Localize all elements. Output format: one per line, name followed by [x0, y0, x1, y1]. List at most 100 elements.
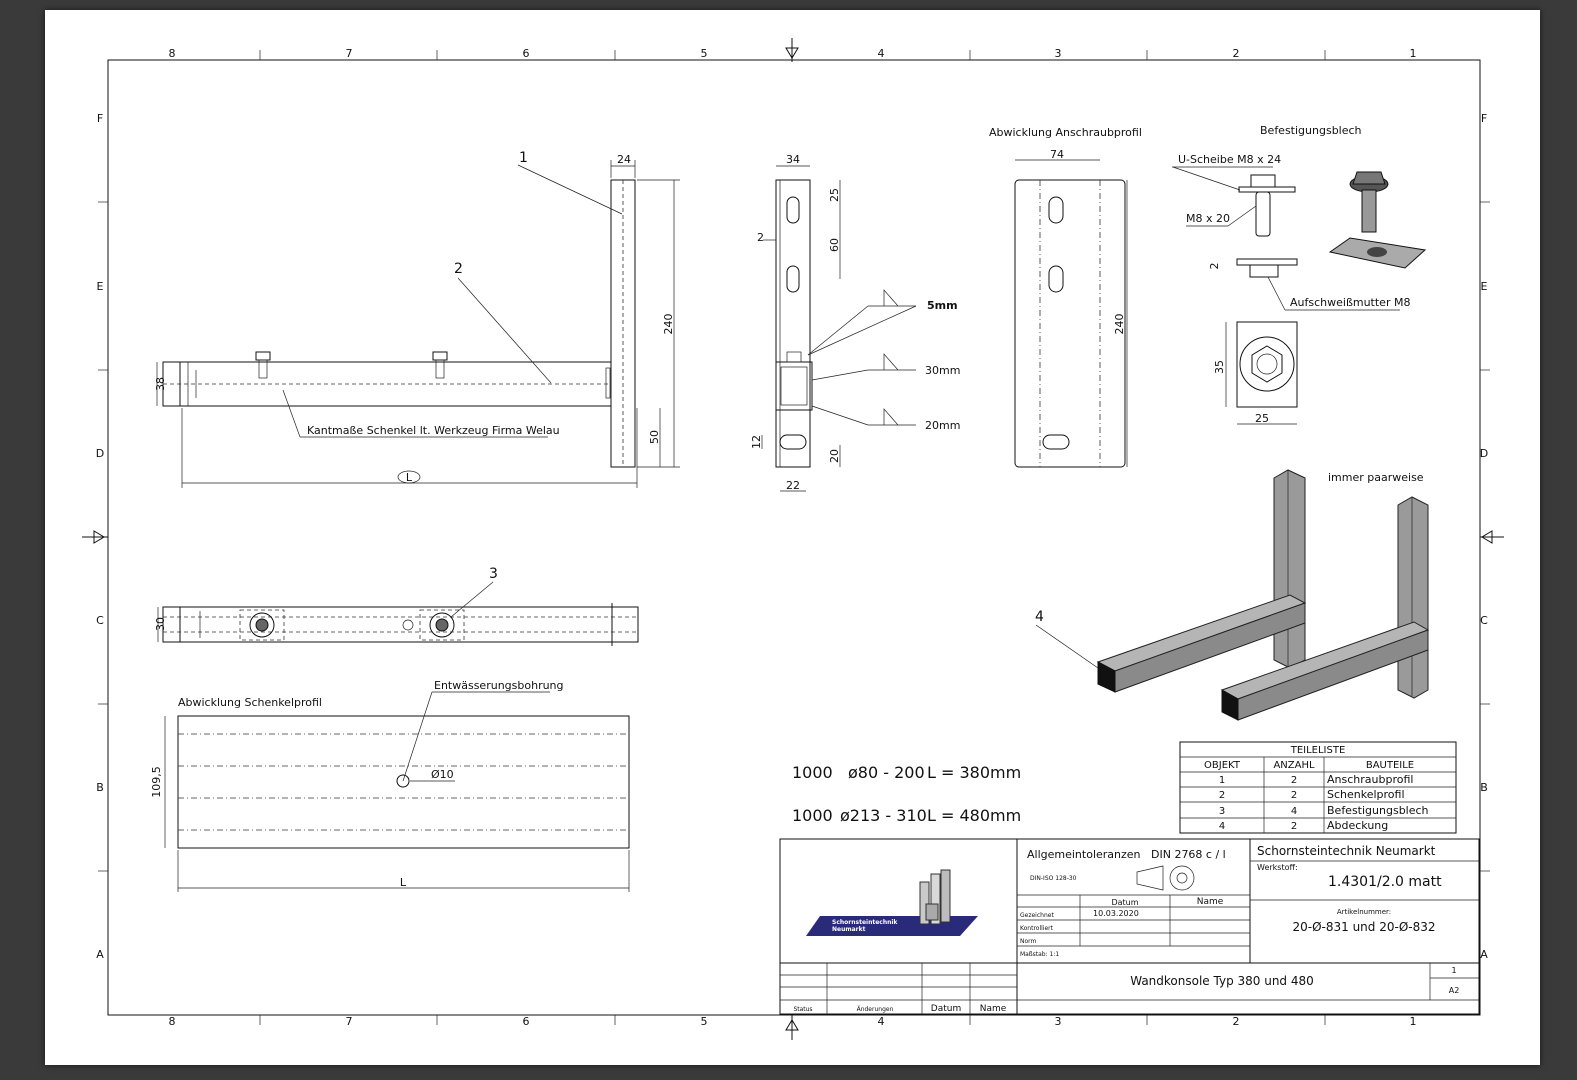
dim-mount-height: 240: [1113, 314, 1126, 335]
variant-1-length: L = 380mm: [927, 763, 1021, 782]
company-name: Schornsteintechnik Neumarkt: [1257, 844, 1436, 858]
unfolding-leg-profile: Abwicklung Schenkelprofil Ø10 Entwässeru…: [150, 679, 630, 892]
article-label: Artikelnummer:: [1337, 908, 1391, 916]
callout-3: 3: [489, 566, 498, 582]
dim-front-22: 22: [786, 479, 800, 492]
parts-header-part: BAUTEILE: [1366, 760, 1414, 771]
chimney-logo-icon: [919, 869, 951, 925]
parts-row-2-part: Schenkelprofil: [1327, 788, 1405, 801]
parts-row-4-qty: 2: [1291, 821, 1297, 832]
callout-1: 1: [519, 150, 528, 166]
parts-header-qty: ANZAHL: [1273, 760, 1315, 771]
rev-name: Name: [980, 1004, 1007, 1014]
zone-col-4-bottom: 4: [878, 1015, 885, 1028]
title-block: Status Änderungen Datum Name Schornstein…: [779, 838, 1480, 1015]
top-view: 30 3: [154, 566, 639, 646]
dim-front-thickness: 2: [757, 231, 764, 244]
unfolding-mount-profile: Abwicklung Anschraubprofil 74 240: [989, 126, 1142, 468]
article-value: 20-Ø-831 und 20-Ø-832: [1292, 920, 1435, 934]
dim-front-25: 25: [828, 188, 841, 202]
weld-30mm: 30mm: [925, 364, 960, 377]
dim-plate-35: 35: [1213, 360, 1226, 374]
drawing-title: Wandkonsole Typ 380 und 480: [1130, 974, 1314, 988]
zone-col-7: 7: [346, 47, 353, 60]
isometric-view: immer paarweise 4: [1035, 469, 1430, 721]
label-bolt: M8 x 20: [1186, 212, 1230, 225]
zone-col-8-bottom: 8: [169, 1015, 176, 1028]
dim-leg-length: L: [400, 876, 407, 889]
variant-1-diameter: ø80 - 200: [848, 763, 925, 782]
logo-text-2: Neumarkt: [832, 926, 866, 933]
zone-col-3-bottom: 3: [1055, 1015, 1062, 1028]
dim-front-12: 12: [750, 435, 763, 449]
note-pairwise: immer paarweise: [1328, 471, 1424, 484]
row-drawn: Gezeichnet: [1020, 912, 1054, 919]
material-value: 1.4301/2.0 matt: [1328, 874, 1442, 890]
parts-row-3-qty: 4: [1291, 806, 1297, 817]
parts-row-3-part: Befestigungsblech: [1327, 804, 1429, 817]
title-unfolding-leg: Abwicklung Schenkelprofil: [178, 696, 322, 709]
col-datum: Datum: [1111, 898, 1138, 907]
dim-side-length: L: [406, 471, 413, 484]
fastening-plate: Befestigungsblech U-Scheibe M8 x 24 M8 x…: [1172, 124, 1427, 425]
label-drain: Entwässerungsbohrung: [434, 679, 564, 692]
title-fastening-plate: Befestigungsblech: [1260, 124, 1362, 137]
parts-row-2-object: 2: [1219, 790, 1225, 801]
note-kantmasse: Kantmaße Schenkel lt. Werkzeug Firma Wel…: [307, 424, 560, 437]
zone-col-5-bottom: 5: [701, 1015, 708, 1028]
weld-20mm: 20mm: [925, 419, 960, 432]
dim-front-width: 34: [786, 153, 800, 166]
logo-text-1: Schornsteintechnik: [832, 919, 898, 926]
dim-side-top: 24: [617, 153, 631, 166]
zone-row-b: B: [96, 781, 104, 794]
side-view: 24 240 50 38 L 1 2 Kantmaße Schenkel lt.…: [154, 150, 680, 488]
variant-1-qty: 1000: [792, 763, 833, 782]
row-checked: Kontrolliert: [1020, 925, 1054, 932]
weld-5mm: 5mm: [927, 299, 958, 312]
zone-col-4: 4: [878, 47, 885, 60]
projection-symbol-icon: [1136, 865, 1195, 891]
parts-title: TEILELISTE: [1290, 745, 1346, 756]
zone-col-6-bottom: 6: [523, 1015, 530, 1028]
variants: 1000 ø80 - 200 L = 380mm 1000 ø213 - 310…: [792, 763, 1021, 825]
dim-plate-thickness: 2: [1208, 263, 1221, 270]
tolerances-label: Allgemeintoleranzen: [1027, 848, 1141, 861]
zone-row-b-right: B: [1480, 781, 1488, 794]
label-hole: Ø10: [431, 768, 454, 781]
front-view: 34 25 60 2 12 20 22 5mm 30mm 20mm: [750, 153, 960, 492]
dim-side-height: 240: [662, 314, 675, 335]
zone-col-1: 1: [1410, 47, 1417, 60]
dim-leg-height: 109,5: [150, 766, 163, 798]
label-nut: Aufschweißmutter M8: [1290, 296, 1410, 309]
zone-ticks: [98, 50, 1490, 1025]
zone-row-e-right: E: [1481, 280, 1488, 293]
zone-col-5: 5: [701, 47, 708, 60]
zone-col-2-bottom: 2: [1233, 1015, 1240, 1028]
zone-row-e: E: [97, 280, 104, 293]
row-drawn-date: 10.03.2020: [1093, 909, 1139, 918]
col-name: Name: [1197, 897, 1224, 907]
iso-label: DIN-ISO 128-30: [1030, 875, 1077, 882]
parts-header-object: OBJEKT: [1204, 760, 1241, 771]
zone-row-d: D: [96, 447, 104, 460]
centering-marks: [82, 38, 1504, 1040]
zone-row-a-right: A: [1480, 948, 1488, 961]
dim-front-20: 20: [828, 449, 841, 463]
variant-2-length: L = 480mm: [927, 806, 1021, 825]
sheet-format: A2: [1449, 986, 1460, 995]
parts-row-2-qty: 2: [1291, 790, 1297, 801]
zone-row-c: C: [96, 614, 104, 627]
callout-4: 4: [1035, 609, 1044, 625]
zone-row-f-right: F: [1481, 112, 1487, 125]
dim-top-30: 30: [154, 617, 167, 631]
zone-row-d-right: D: [1480, 447, 1488, 460]
zone-col-2: 2: [1233, 47, 1240, 60]
zone-col-8: 8: [169, 47, 176, 60]
zone-row-a: A: [96, 948, 104, 961]
row-scale: Maßstab: 1:1: [1020, 951, 1059, 958]
dim-side-bottom: 50: [648, 430, 661, 444]
zone-col-3: 3: [1055, 47, 1062, 60]
parts-list: TEILELISTE OBJEKT ANZAHL BAUTEILE 1 2 An…: [1179, 741, 1457, 834]
rev-changes: Änderungen: [857, 1006, 894, 1013]
callout-2: 2: [454, 261, 463, 277]
